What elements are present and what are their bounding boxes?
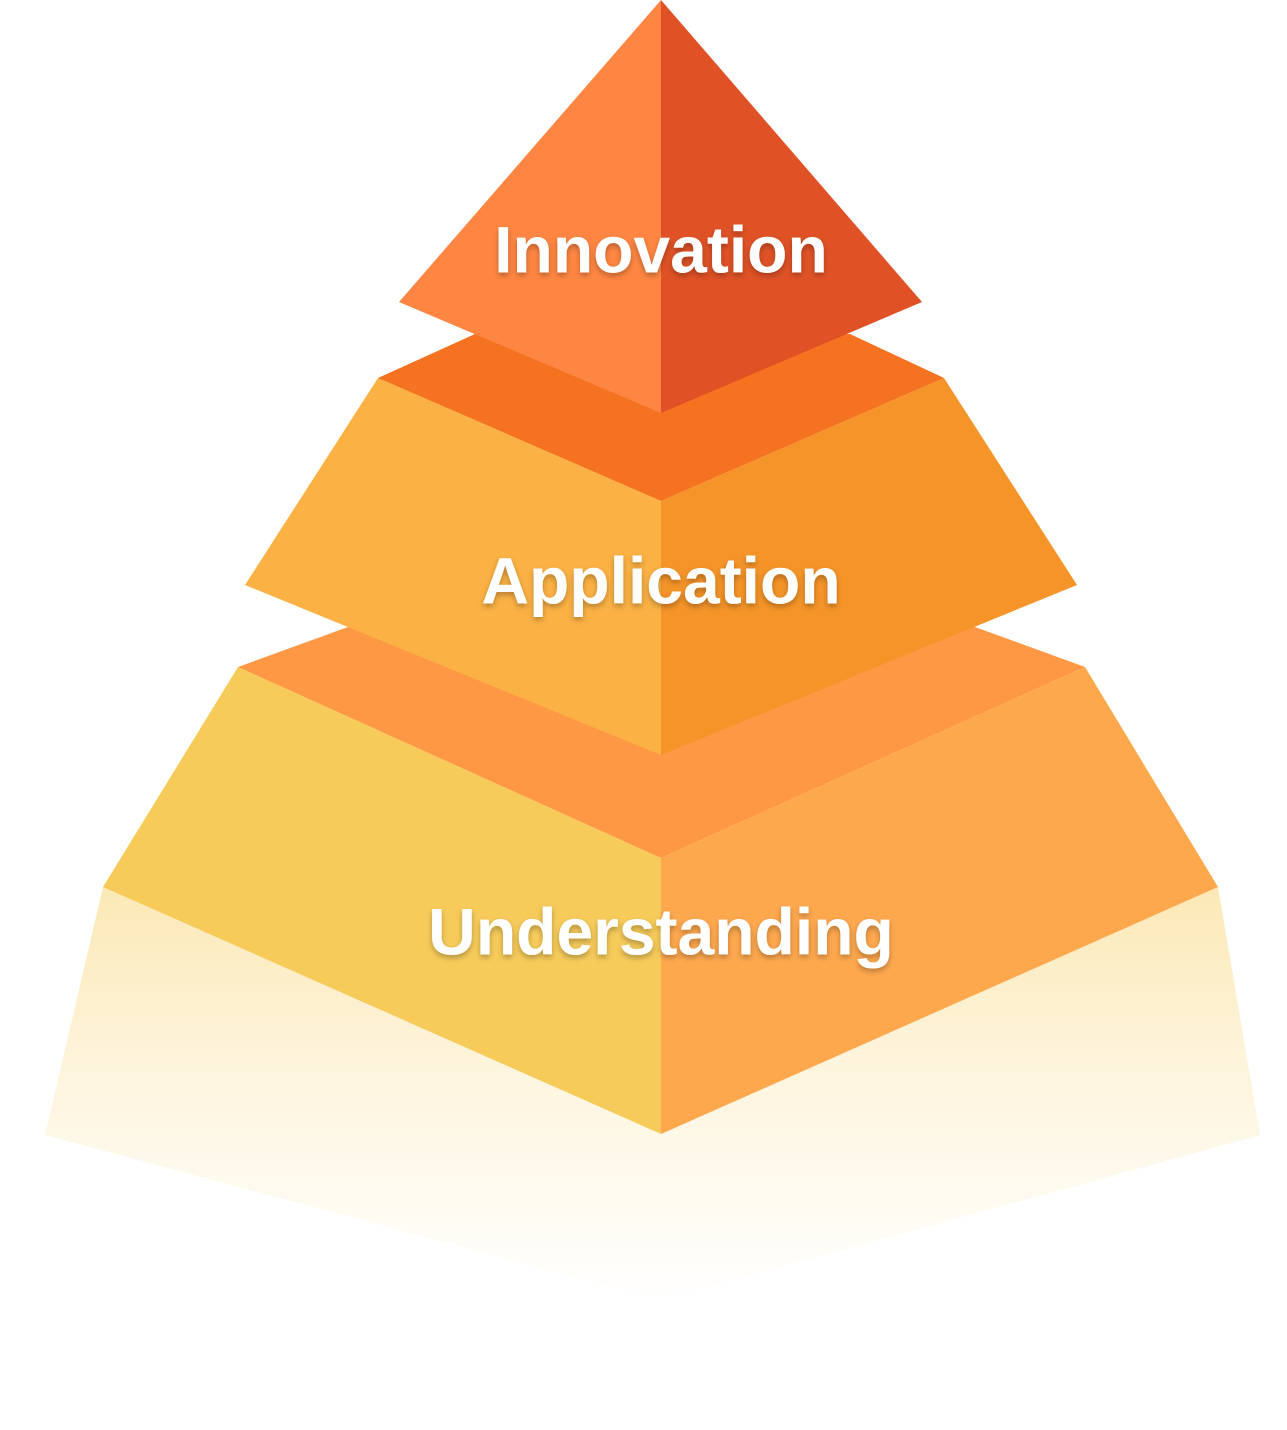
tier-understanding-right-face — [661, 667, 1218, 1134]
tier-understanding — [103, 667, 1218, 1134]
tier-understanding-left-face — [103, 667, 661, 1134]
tier-application — [245, 378, 1077, 755]
tier-innovation — [399, 0, 922, 413]
tier-innovation-cap — [378, 334, 944, 501]
tier-application-label: Application — [481, 543, 840, 617]
tier-understanding-label: Understanding — [428, 894, 894, 968]
tier-innovation-label: Innovation — [494, 212, 828, 286]
tier-innovation-right-face — [661, 0, 922, 413]
tier-innovation-left-face — [399, 0, 661, 413]
tier-application-left-face — [245, 378, 661, 755]
tier-application-right-face — [661, 378, 1077, 755]
pyramid-reflection — [45, 887, 1260, 1300]
